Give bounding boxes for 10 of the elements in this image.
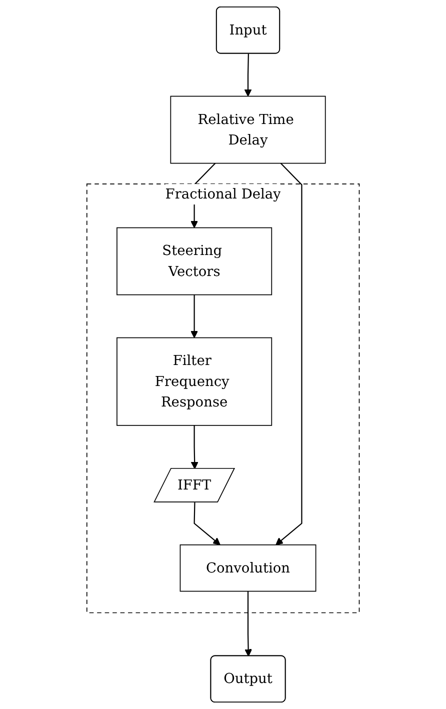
arrow xyxy=(190,294,198,338)
node-box: Filter Frequency Response xyxy=(116,337,272,426)
arrow xyxy=(244,591,252,656)
node-box: Relative Time Delay xyxy=(170,96,326,164)
arrow xyxy=(244,54,252,97)
node-box: Steering Vectors xyxy=(116,227,272,296)
arrow xyxy=(190,425,198,470)
arrow xyxy=(194,502,220,546)
node-box: Convolution xyxy=(180,544,316,592)
arrow xyxy=(276,162,302,546)
